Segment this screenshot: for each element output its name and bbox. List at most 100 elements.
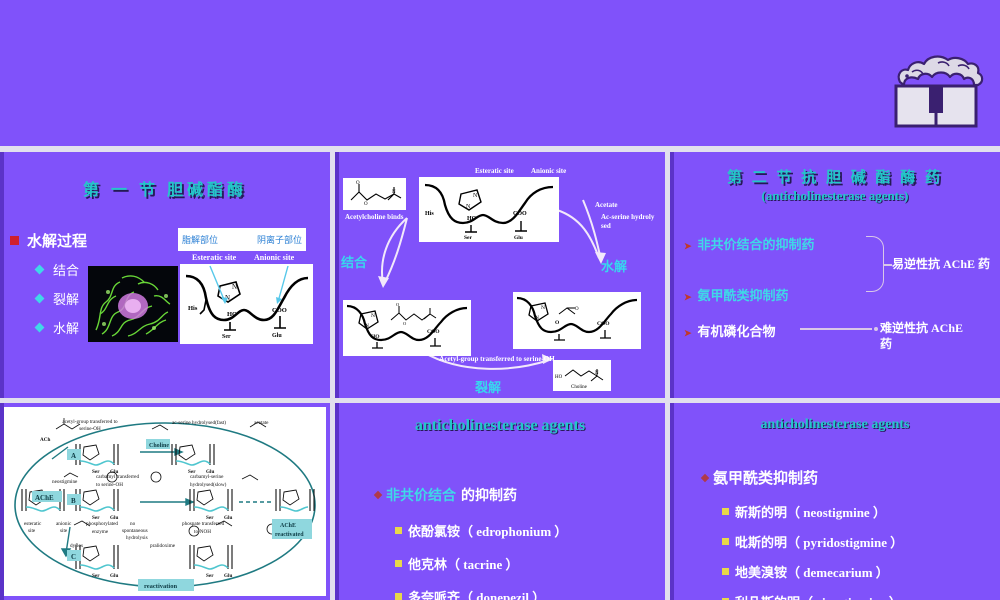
slide-6-level1-bullet: 氨甲酰类抑制药 (700, 467, 818, 488)
acetylated-enzyme-box: N N O O COO (513, 292, 641, 349)
svg-text:to-NOH: to-NOH (194, 529, 211, 535)
svg-text:pralidoxime: pralidoxime (150, 543, 176, 549)
svg-text:His: His (188, 305, 198, 312)
slide-3-title-en: (anticholinesterase agents) (761, 188, 909, 203)
svg-text:carbamyl-serine: carbamyl-serine (190, 474, 224, 480)
svg-text:reactivated: reactivated (275, 532, 304, 538)
svg-text:enzyme: enzyme (92, 529, 109, 535)
acetate-caption: Acetate (595, 201, 618, 209)
svg-text:O: O (356, 181, 360, 186)
arrow-bullet-icon: ➤ (684, 241, 692, 251)
enzyme-free-box: N N His HO COO Ser Glu (419, 177, 559, 242)
svg-text:Ser: Ser (464, 235, 473, 241)
slide-4-ache-mechanism-diagram[interactable]: A B C AChE AChE reactivated reactivation… (0, 403, 330, 600)
svg-text:AChE: AChE (35, 494, 54, 502)
svg-text:esteratic: esteratic (24, 521, 42, 527)
acetylcholine-binds-caption: Acetylcholine binds (345, 213, 404, 221)
anionic-site-label: Anionic site (254, 253, 295, 262)
square-bullet-icon (722, 508, 729, 515)
svg-text:Glu: Glu (206, 469, 214, 475)
ache-reaction-scheme: A B C AChE AChE reactivated reactivation… (4, 407, 326, 596)
slide-6-item-label: 地美溴铵（ demecarium ） (735, 565, 889, 580)
svg-text:spontaneous: spontaneous (122, 528, 148, 534)
svg-text:COO: COO (513, 211, 527, 217)
slide-1-sub-bullet-3: 水解 (34, 318, 80, 337)
square-bullet-icon (722, 598, 729, 600)
svg-text:Glu: Glu (224, 515, 232, 521)
slide-6-item-4: 利凡斯的明（ rivastigmine ） (722, 592, 902, 600)
slide-edge-strip (335, 152, 339, 398)
svg-text:N: N (371, 313, 375, 319)
slide-1-sub-label: 水解 (53, 321, 80, 336)
diamond-bullet-icon (700, 473, 710, 483)
slide-1-main-bullet-label: 水解过程 (27, 234, 88, 250)
slide-1-sub-label: 结合 (53, 263, 80, 278)
svg-text:COO: COO (427, 329, 440, 335)
square-bullet-icon (722, 538, 729, 545)
svg-text:no: no (130, 521, 136, 527)
esteratic-site-label: Esteratic site (192, 253, 237, 262)
svg-text:O: O (396, 302, 400, 307)
svg-text:anionic: anionic (56, 521, 72, 527)
slide-3-bullet-3: ➤ 有机磷化合物 (684, 321, 776, 340)
svg-text:C: C (71, 553, 76, 561)
square-bullet-icon (395, 593, 402, 600)
slide-3-anticholinesterase-overview[interactable]: 第 二 节 抗 胆 碱 酯 酶 药 (anticholinesterase ag… (670, 152, 1000, 398)
svg-text:acetate: acetate (254, 420, 269, 426)
svg-text:HO: HO (555, 375, 563, 380)
slide-2-hydrolysis-cycle[interactable]: Acetylcholine binds Acetate Ac-serine hy… (335, 152, 665, 398)
svg-text:O: O (403, 321, 407, 326)
protein-structure-image (88, 266, 178, 342)
svg-text:Choline: Choline (149, 443, 169, 449)
svg-text:hydrolysis: hydrolysis (126, 535, 148, 541)
svg-text:Glu: Glu (110, 515, 118, 521)
slide-3-bullet-2-label: 氨甲酰类抑制药 (697, 288, 789, 303)
svg-text:N: N (473, 193, 478, 199)
svg-text:N: N (535, 315, 539, 321)
svg-text:Ser: Ser (92, 573, 100, 579)
square-bullet-icon (722, 568, 729, 575)
slide-5-title: anticholinesterase agents (414, 417, 586, 434)
svg-text:N: N (392, 190, 396, 195)
slide-1-site-label-box: 脂解部位 阴离子部位 (178, 228, 306, 251)
slide-3-bullet-1: ➤ 非共价结合的抑制药 (684, 234, 815, 253)
slide-6-item-label: 新斯的明（ neostigmine ） (735, 505, 886, 520)
svg-text:Ser: Ser (92, 515, 100, 521)
slide-2-esteratic-label: Esteratic site (475, 167, 514, 175)
slide-1-cholinesterase[interactable]: 第 一 节 胆碱酯酶 水解过程 结合 裂解 水解 (0, 152, 330, 398)
slide-6-carbamate-inhibitors[interactable]: anticholinesterase agents 氨甲酰类抑制药 新斯的明（ … (670, 403, 1000, 600)
esteratic-site-cn-label: 脂解部位 (182, 235, 219, 245)
slide-6-title: anticholinesterase agents (760, 417, 910, 432)
svg-text:dyflos: dyflos (70, 542, 83, 549)
svg-text:B: B (71, 497, 76, 505)
enzyme-ach-complex-box: N N HO COO O O (343, 300, 471, 356)
slide-5-level1-cyan-label: 非共价结合 (386, 489, 456, 504)
svg-text:Glu: Glu (272, 333, 282, 339)
svg-text:O: O (364, 202, 368, 207)
svg-text:N: N (232, 283, 237, 291)
slide-edge-strip (670, 152, 674, 398)
choline-molecule-box: HO N Choline (553, 360, 611, 391)
slide-edge-strip (335, 403, 339, 600)
slide-6-item-label: 利凡斯的明（ rivastigmine ） (735, 592, 902, 600)
svg-text:hydrolysed(slow): hydrolysed(slow) (190, 481, 227, 488)
svg-text:Ser: Ser (188, 469, 196, 475)
svg-text:A: A (71, 452, 76, 460)
svg-text:COO: COO (272, 307, 287, 314)
slide-5-item-label: 他克林（ tacrine ） (408, 557, 519, 572)
svg-text:AChE: AChE (280, 523, 296, 529)
slide-5-noncovalent-inhibitors[interactable]: anticholinesterase agents 非共价结合的抑制药 依酚氯铵… (335, 403, 665, 600)
svg-text:phospate transferred: phospate transferred (182, 520, 225, 527)
svg-text:ac-serine hydrolysed(fast): ac-serine hydrolysed(fast) (172, 419, 226, 426)
acetylcholine-molecule-box: O O N (343, 178, 406, 210)
slide-6-item-1: 新斯的明（ neostigmine ） (722, 502, 886, 521)
slide-3-title-cn: 第 二 节 抗 胆 碱 酯 酶 药 (726, 170, 943, 186)
slide-3-bullet-1-label: 非共价结合的抑制药 (697, 237, 815, 252)
slide-2-anionic-label: Anionic site (531, 167, 567, 175)
svg-text:COO: COO (597, 321, 610, 327)
svg-text:O: O (555, 320, 560, 326)
svg-text:Glu: Glu (514, 235, 523, 241)
svg-text:N: N (595, 371, 599, 376)
cn-cleavage-label: 裂解 (475, 380, 502, 395)
